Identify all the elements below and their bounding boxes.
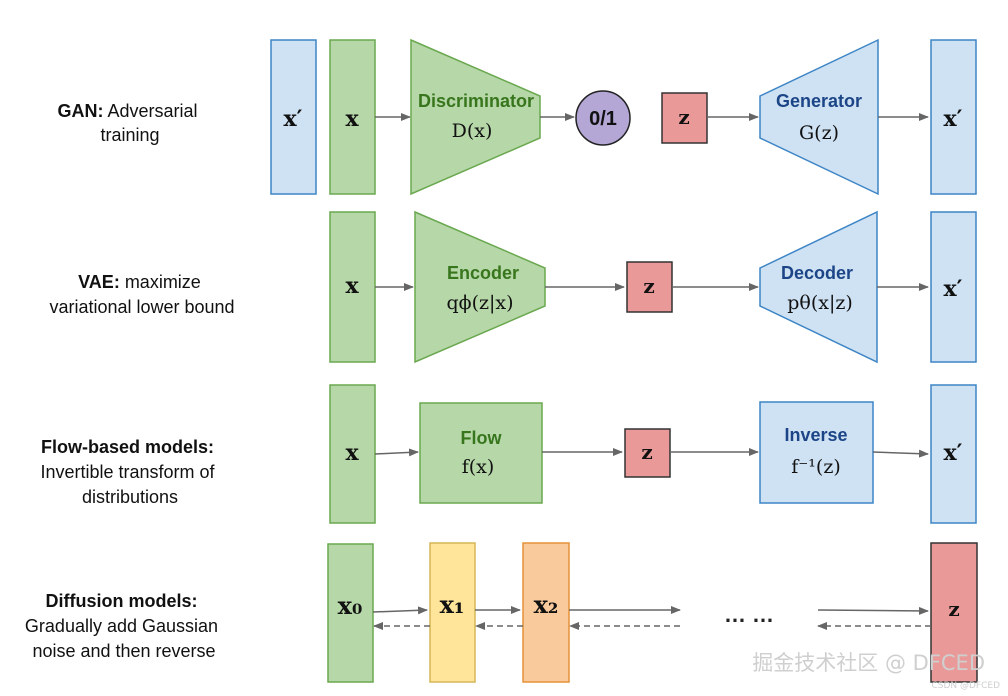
flow-arrow-inverse-to-output	[872, 449, 929, 458]
vae-label: VAE: maximize variational lower bound	[49, 272, 234, 317]
diffusion-z-label: z	[948, 597, 959, 621]
vae-x-prime-box	[930, 211, 977, 363]
diffusion-x0-label: x₀	[338, 591, 363, 620]
flow-x-label: x	[345, 440, 359, 466]
gan-output-circle	[575, 90, 631, 146]
generator-formula: G(z)	[799, 122, 839, 144]
gan-label-bold: GAN:	[57, 101, 103, 121]
flow-x-prime-box	[930, 384, 977, 524]
decoder-formula: pθ(x|z)	[787, 292, 853, 314]
gan-label-rest: Adversarial	[103, 101, 197, 121]
diffusion-z-box	[930, 542, 978, 683]
diffusion-x1-box	[429, 542, 476, 683]
flow-arrow-x-to-flow	[374, 448, 419, 457]
decoder-shape	[759, 210, 878, 364]
watermark-small: CSDN @DFCED	[931, 681, 1000, 691]
flow-label: Flow-based models: Invertible transform …	[40, 437, 219, 507]
flow-label-line3: distributions	[82, 487, 178, 507]
diffusion-label-bold: Diffusion models:	[45, 591, 197, 611]
gan-x-prime-out-label: x′	[944, 106, 963, 132]
flow-label-bold: Flow-based models:	[41, 437, 214, 457]
flow-row: Flow-based models: Invertible transform …	[40, 384, 977, 524]
decoder-title: Decoder	[781, 263, 853, 283]
encoder-formula: qϕ(z|x)	[446, 292, 513, 314]
watermark-main: 掘金技术社区 @ DFCED	[752, 651, 985, 675]
vae-x-label: x	[345, 273, 359, 299]
diffusion-forward-arrow-4	[817, 606, 929, 615]
generator-shape	[759, 38, 879, 196]
vae-x-box	[329, 211, 376, 363]
vae-row: VAE: maximize variational lower bound x …	[49, 210, 977, 364]
gan-row: GAN: Adversarial training x′ x Discrimin…	[57, 38, 977, 196]
gan-label-line2: training	[100, 125, 159, 145]
vae-label-line2: variational lower bound	[49, 297, 234, 317]
discriminator-formula: D(x)	[452, 120, 493, 142]
gan-x-box	[329, 39, 376, 195]
flow-z-box	[624, 428, 671, 478]
vae-label-rest: maximize	[120, 272, 201, 292]
flow-z-label: z	[641, 440, 652, 464]
gan-z-label: z	[678, 105, 689, 129]
diffusion-forward-arrow-1	[372, 606, 428, 615]
flow-formula: f(x)	[462, 456, 495, 478]
gan-z-box	[661, 92, 708, 144]
discriminator-title: Discriminator	[418, 91, 534, 111]
gan-x-prime-out-box	[930, 39, 977, 195]
diffusion-row: Diffusion models: Gradually add Gaussian…	[25, 542, 978, 683]
diffusion-x2-box	[522, 542, 570, 683]
diffusion-label-line3: noise and then reverse	[32, 641, 215, 661]
diffusion-x1-label: x₁	[440, 590, 465, 619]
gan-label: GAN: Adversarial training	[57, 101, 202, 145]
diffusion-x2-label: x₂	[534, 590, 559, 619]
discriminator-shape	[410, 38, 541, 196]
inverse-title: Inverse	[784, 425, 847, 445]
diffusion-ellipsis: … …	[724, 602, 774, 627]
gan-x-prime-label: x′	[284, 106, 303, 132]
vae-label-bold: VAE:	[78, 272, 120, 292]
vae-z-label: z	[643, 274, 654, 298]
generator-title: Generator	[776, 91, 862, 111]
flow-label-line2: Invertible transform of	[40, 462, 215, 482]
vae-x-prime-label: x′	[944, 276, 963, 302]
flow-title: Flow	[461, 428, 503, 448]
flow-x-prime-label: x′	[944, 440, 963, 466]
diffusion-label-line2: Gradually add Gaussian	[25, 616, 218, 636]
encoder-shape	[414, 210, 546, 364]
vae-z-box	[626, 261, 673, 313]
diffusion-label: Diffusion models: Gradually add Gaussian…	[25, 591, 223, 661]
flow-box	[419, 402, 543, 504]
diffusion-x0-box	[327, 543, 374, 683]
gan-x-prime-box	[270, 39, 317, 195]
gan-x-label: x	[345, 106, 359, 132]
gan-output-label: 0/1	[589, 108, 617, 130]
inverse-box	[759, 401, 874, 504]
encoder-title: Encoder	[447, 263, 519, 283]
inverse-formula: f⁻¹(z)	[791, 456, 841, 478]
